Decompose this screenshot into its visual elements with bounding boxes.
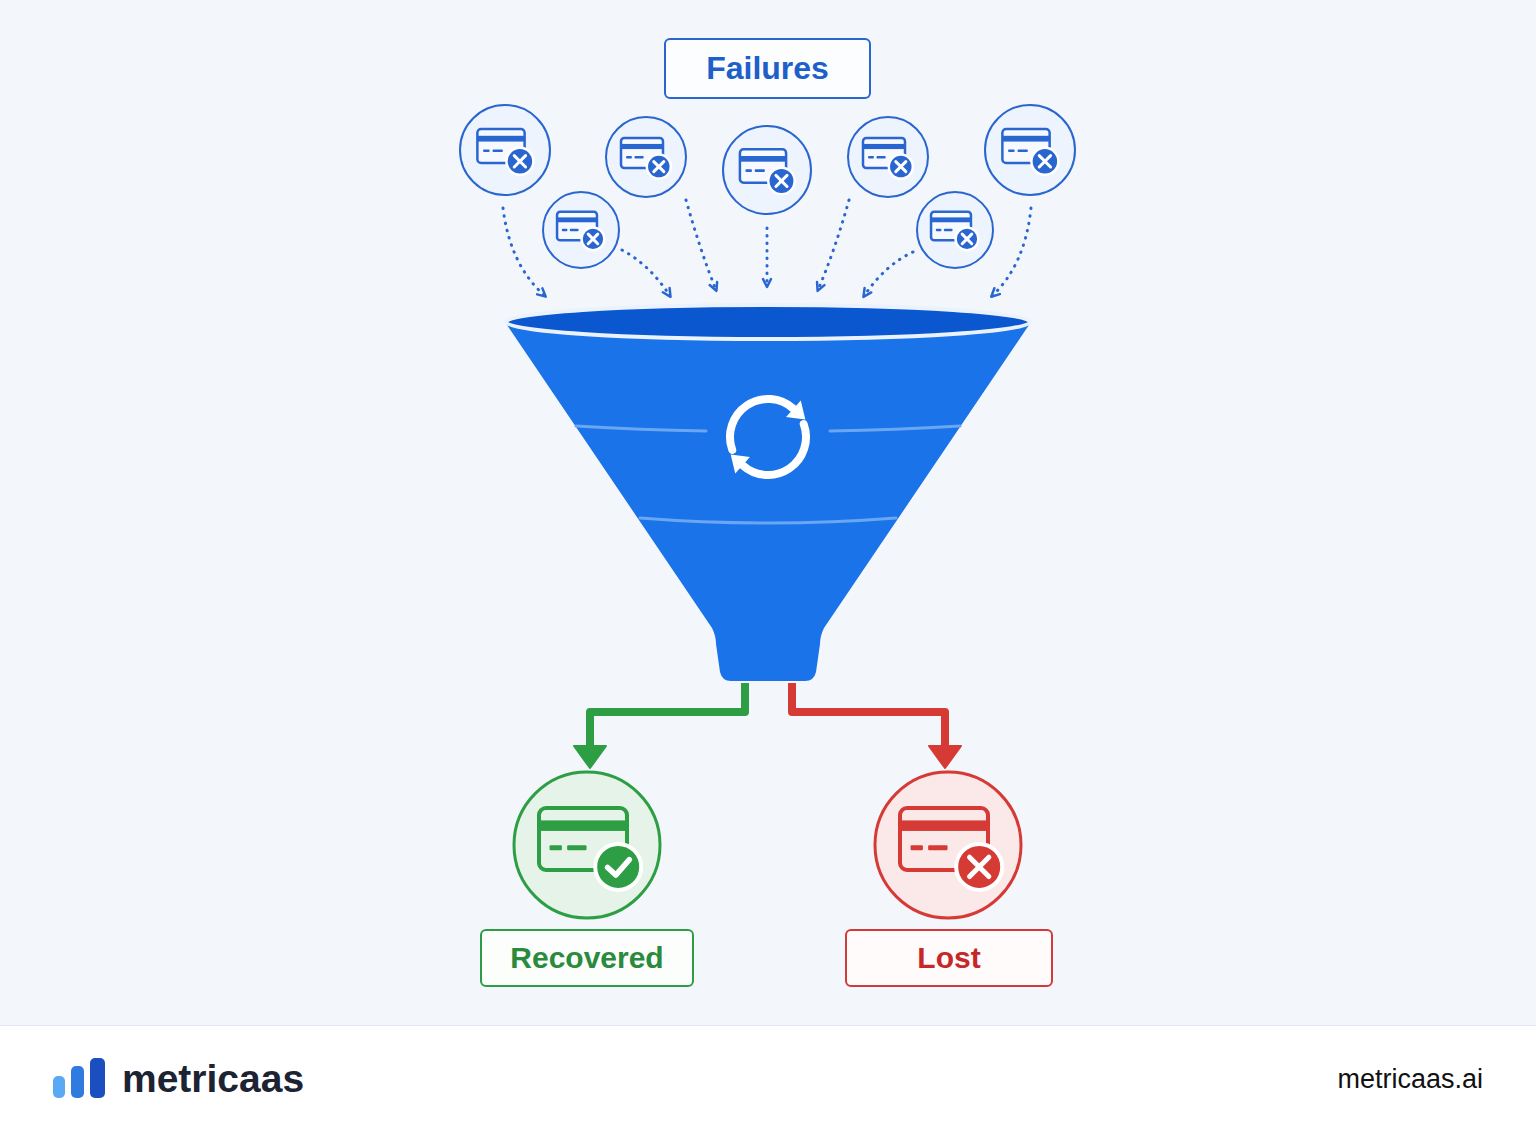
card-stripe [931,217,971,222]
status-badge [582,228,605,251]
funnel-body [505,322,1031,681]
cross-mark [776,175,787,186]
status-badge [595,844,641,890]
node-label: Lost [917,941,980,975]
card-stripe [539,820,627,831]
card-stripe [621,144,663,149]
card-line [1008,149,1015,152]
icon-circle [543,192,619,268]
funnel-rim [506,305,1030,339]
outcome-icon [875,772,1021,918]
dotted-arrow [686,200,716,290]
status-badge [647,155,671,179]
dotted-arrow [503,208,545,296]
card-line [944,229,953,232]
dotted-arrow [622,250,670,296]
title-box: Failures [664,38,871,99]
outcome-icon [514,772,660,918]
node-label: Failures [706,50,829,87]
logo-bar [90,1058,105,1098]
logo-bar [53,1076,65,1098]
status-badge [768,168,794,194]
card-line [868,156,874,159]
failed-payment-icon [985,105,1075,195]
brand-name: metricaas [122,1057,304,1101]
refresh-arc [743,424,806,475]
refresh-arc [730,399,793,450]
card-line [634,156,643,159]
card-line [550,845,562,850]
failed-payment-icon [606,117,686,197]
dotted-arrow [992,208,1031,296]
check-mark [608,860,630,875]
failed-payment-icon [460,105,550,195]
footer-band [0,1025,1536,1136]
dotted-arrow [864,252,913,296]
card-line [745,169,751,172]
card-line [562,229,568,232]
status-badge [1031,148,1058,175]
failed-payment-icon [723,126,811,214]
cross-mark [896,162,906,172]
arrow-head [574,746,606,768]
icon-circle [606,117,686,197]
cross-mark [970,857,989,876]
dotted-arrow [818,200,849,290]
card-line [928,845,947,850]
outcome-label-box: Lost [845,929,1053,987]
funnel-band [640,518,896,523]
card-line [492,149,502,152]
funnel-band [576,426,706,431]
outcome-circle [875,772,1021,918]
card-stripe [477,136,524,142]
card-stripe [900,820,988,831]
outcome-label-box: Recovered [480,929,694,987]
funnel-band [830,426,960,431]
failed-payment-icon [917,192,993,268]
card-line [755,169,765,172]
status-badge [956,844,1002,890]
card-stripe [863,144,905,149]
split-arrow [590,683,745,748]
refresh-head [731,455,750,474]
node-label: Recovered [510,941,663,975]
card-stripe [557,217,597,222]
status-badge [506,148,533,175]
logo-bar [71,1066,84,1098]
refresh-head [786,401,805,420]
card-line [626,156,632,159]
brand-url: metricaas.ai [1337,1064,1483,1095]
card-line [483,149,490,152]
card-line [570,229,579,232]
cross-mark [962,234,972,244]
card-stripe [740,156,786,162]
card-line [1017,149,1027,152]
card-line [911,845,923,850]
card-line [936,229,942,232]
failed-payment-icon [848,117,928,197]
status-badge [956,228,979,251]
failed-payment-icon [543,192,619,268]
outcome-circle [514,772,660,918]
card-line [567,845,586,850]
card-line [876,156,885,159]
cross-mark [588,234,598,244]
arrow-head [929,746,961,768]
dotted-arrow [766,228,769,286]
refresh-icon [730,399,806,475]
icon-circle [848,117,928,197]
card-stripe [1002,136,1049,142]
cross-mark [654,162,664,172]
cross-mark [1039,156,1050,167]
status-badge [889,155,913,179]
icon-circle [723,126,811,214]
cross-mark [514,156,525,167]
icon-circle [985,105,1075,195]
icon-circle [460,105,550,195]
footer-rule [0,1025,1536,1026]
icon-circle [917,192,993,268]
split-arrow [792,683,945,748]
